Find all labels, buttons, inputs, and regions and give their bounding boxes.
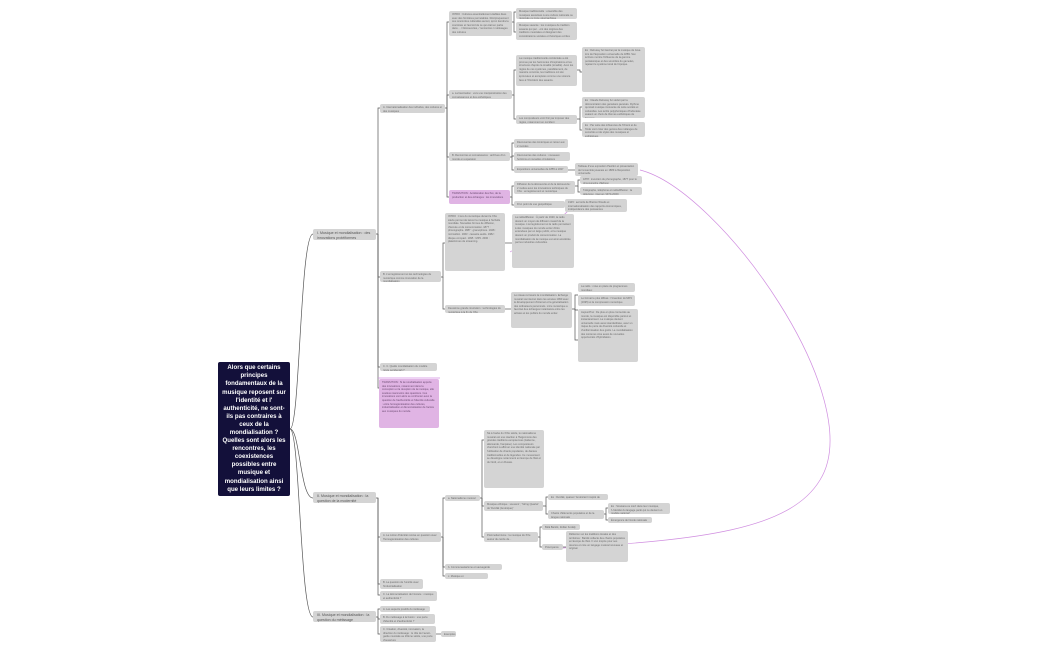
node-b1a4-transition[interactable]: TRANSITION : Accélération des flux, de l… [449,190,510,204]
node-b2a1b2b[interactable]: Émergence de l'école nationale [608,517,652,523]
node-b1a4a[interactable]: Diffusion de la découverte et de la déco… [514,181,575,194]
node-b2b[interactable]: B. La question de l'unicité avec l'indus… [380,579,423,589]
branch-1[interactable]: I. Musique et mondialisation : des innov… [313,229,376,240]
node-b1a2b2[interactable]: Ex : Par suite des influences de l'Orien… [582,122,645,137]
node-b3c1[interactable]: Exemples [441,631,456,637]
central-topic-text: Alors que certains principes fondamentau… [222,364,286,493]
node-b2a1c1[interactable]: Bélà Bartók, Zoltán Kodály [542,524,580,530]
node-b1a3a[interactable]: Découvertes des Amériques et retour aux … [514,139,568,148]
node-b2c[interactable]: C. La démocratisation de l'écoute : musi… [380,591,437,601]
node-b1a3[interactable]: B. Rencontres et connaissance : archives… [449,152,510,161]
node-b1a3c1[interactable]: Tableau d'une exposition Pavillon et pré… [575,163,638,176]
node-b1a1[interactable]: INTRO : Cultures essentiellement établie… [449,11,512,36]
node-b1a4b1[interactable]: 1945 : accords de Bretton Woods et inter… [565,199,627,212]
node-b1b1[interactable]: INTRO : L'ère du numérique durant le XXe… [445,213,505,271]
node-b1a3b[interactable]: Découvertes des cultures : nouveaux hori… [514,152,570,161]
central-topic[interactable]: Alors que certains principes fondamentau… [218,362,290,496]
node-b1b2a1[interactable]: La radio : mise en place de programmes m… [578,283,635,292]
node-b2a1b[interactable]: Musique ethnique : souvenir ; 'String Qu… [484,501,543,511]
node-b1a2[interactable]: a. La fascination : vers une interpénétr… [449,90,512,99]
branch-label: II. Musique et mondialisation : la quest… [317,494,369,503]
node-b1a1a[interactable]: Musique traditionnelle : ensemble des mu… [516,8,577,19]
branch-3[interactable]: III. Musique et mondialisation : la ques… [313,611,376,622]
node-b2a1b2a[interactable]: Ex : Smetana ou Liszt dans leur musique,… [608,503,670,514]
node-b2a[interactable]: A. La notion d'identité remise en questi… [380,532,441,542]
node-b2a2[interactable]: b. Communautarisme et sauvegarde identit… [445,564,502,570]
node-b2a1c[interactable]: Postmodernisme : la musique du XXe autou… [484,532,538,542]
node-b1a3c[interactable]: Expositions universelles de 1855 à 1937 [514,166,568,173]
node-b2a1[interactable]: a. Nationalisme musical [445,495,480,501]
node-b1b1a[interactable]: La radiodiffusion : À partir de 1920, la… [512,214,574,268]
node-b1a2b1[interactable]: Ex : Claude Debussy fut séduit par la dé… [582,97,645,118]
node-b3b[interactable]: B. Du métissage à la fusion : une perte … [380,614,435,624]
node-b1c[interactable]: C. C. Quelle mondialisation du modèle (s… [380,363,437,371]
node-b2a1b2[interactable]: Chants d'éléments populaires et de la la… [548,510,604,519]
node-b1a2a[interactable]: La musique traditionnelle occidentale a … [516,55,577,86]
node-b2a1b1[interactable]: Ex : Dvořák, quatuor 'Américain' inspiré… [548,494,608,500]
node-b1a[interactable]: A. Internationalisation des individus, d… [380,104,445,113]
node-b2a1c2[interactable]: Prévoyance [542,544,563,550]
node-b1b2a[interactable]: Le réseau à travers la mondialisation. E… [511,292,572,328]
node-b1a2b[interactable]: Les compositeurs vont finir par imposer … [516,115,577,124]
node-b1b2a3[interactable]: Aujourd'hui : De plus en plus connectés … [578,309,638,362]
node-b2a3[interactable]: c. Musique et communautarisme [445,573,488,579]
node-b2a1c2a[interactable]: Réflexion sur les traditions locales et … [566,531,628,562]
node-b1a2a1[interactable]: Ex : Debussy fut fasciné par la musique … [582,47,645,92]
node-b1b2[interactable]: Deuxième grande révolution : technologie… [445,305,505,313]
node-b1b[interactable]: B. L'enregistrement et les technologies … [380,271,441,282]
node-b3a[interactable]: A. Les aspects positifs du métissage [380,606,430,612]
node-b1b2a2[interactable]: Le format le plus diffusé : l'invention … [578,295,635,306]
node-b1-transition[interactable]: TRANSITION : Si la mondialisation apport… [379,379,439,428]
node-b1a4a2[interactable]: Télégraphe, téléphone et radiodiffusion … [580,187,642,195]
node-b1a4b[interactable]: D'un point de vue géopolitique [514,201,565,208]
node-b2a1a[interactable]: Né à l'aube du XIXe siècle, le nationali… [484,430,544,488]
node-b1a1b[interactable]: Musique savante : les musiques de tradit… [516,22,577,40]
branch-2[interactable]: II. Musique et mondialisation : la quest… [313,492,376,503]
node-b3c[interactable]: C. Création, diversité, innovation, la d… [380,626,436,642]
branch-label: I. Musique et mondialisation : des innov… [317,231,371,240]
node-b1a4a1[interactable]: 1878 : invention du phonographe, 1877 po… [580,176,642,184]
branch-label: III. Musique et mondialisation : la ques… [317,613,370,622]
